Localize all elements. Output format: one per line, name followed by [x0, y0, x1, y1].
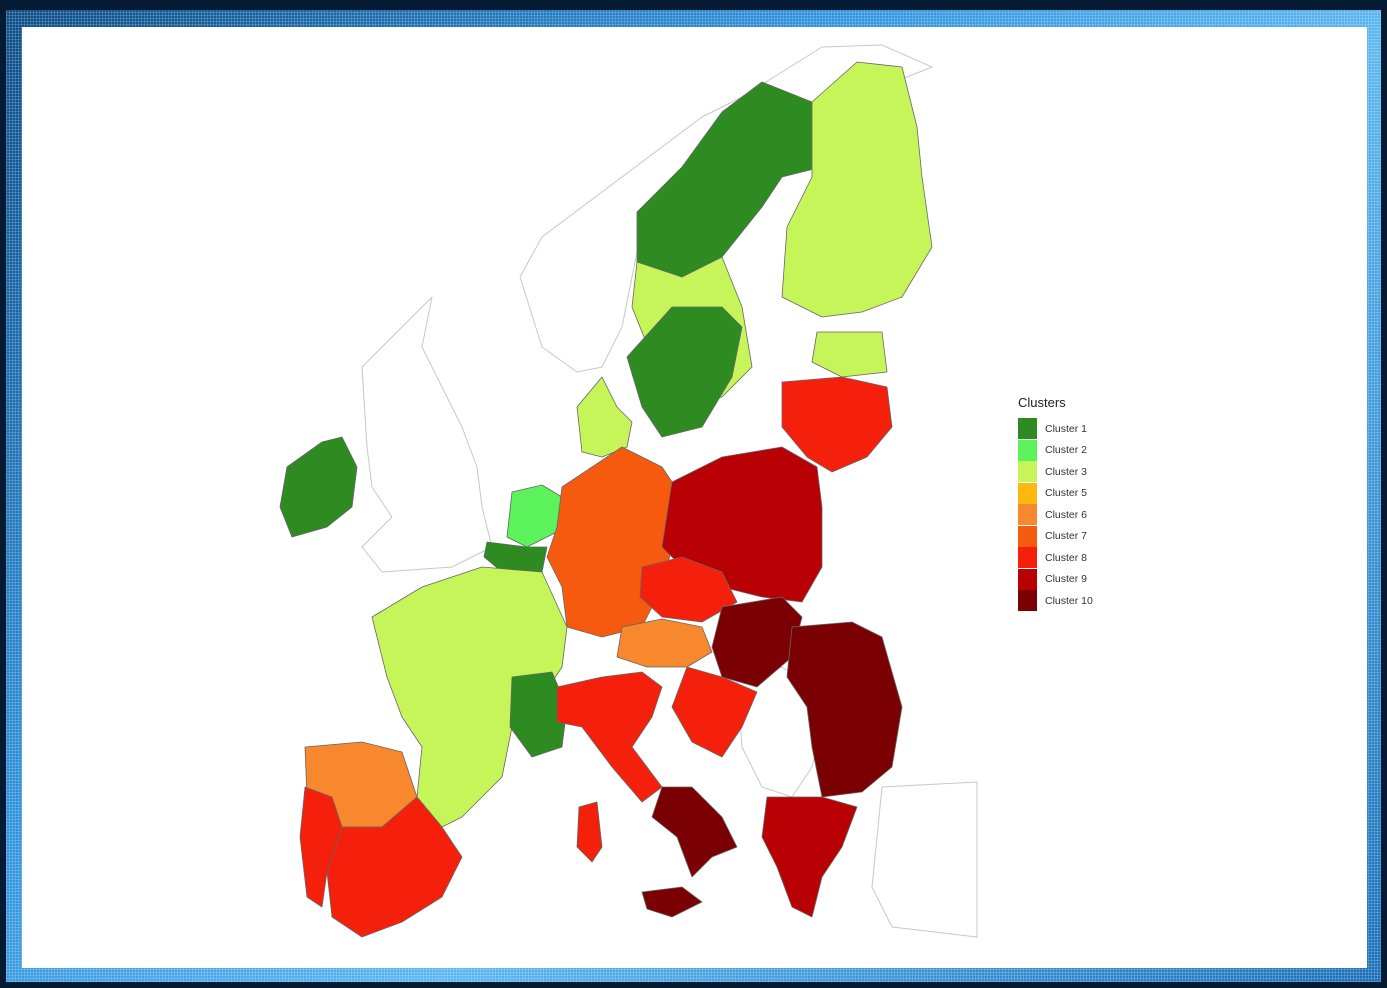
legend-label: Cluster 8 — [1045, 551, 1088, 564]
legend-swatch — [1018, 525, 1037, 547]
region-slovenia-croatia — [671, 666, 758, 758]
legend-swatch — [1018, 439, 1037, 461]
uk-outline — [361, 296, 493, 573]
legend-item: Cluster 1 — [1018, 418, 1138, 440]
legend-swatch — [1018, 418, 1037, 440]
legend-item: Cluster 9 — [1018, 568, 1138, 591]
region-sardinia — [576, 801, 603, 863]
legend-label: Cluster 6 — [1045, 508, 1088, 521]
region-romania-bulgaria — [786, 621, 903, 798]
region-czechia — [639, 556, 738, 623]
legend-label: Cluster 9 — [1045, 573, 1088, 586]
region-france — [371, 566, 568, 828]
legend-label: Cluster 3 — [1045, 465, 1088, 478]
region-france-rhone-alpes — [509, 671, 568, 758]
legend-swatch — [1018, 482, 1037, 504]
legend-label: Cluster 10 — [1045, 594, 1093, 607]
legend-item: Cluster 2 — [1018, 439, 1138, 462]
region-italy-south — [651, 786, 738, 878]
legend-swatch — [1018, 590, 1037, 612]
legend-item: Cluster 3 — [1018, 461, 1138, 483]
region-italy-north — [556, 671, 663, 803]
region-slovakia-hungary — [711, 596, 803, 688]
legend-label: Cluster 1 — [1045, 422, 1088, 435]
turkey-outline — [871, 781, 978, 938]
legend-swatch — [1018, 568, 1037, 590]
region-portugal — [299, 786, 343, 908]
region-sicily — [641, 886, 703, 918]
legend-swatch — [1018, 461, 1037, 483]
legend-item: Cluster 8 — [1018, 547, 1138, 569]
region-greece — [761, 796, 858, 918]
region-latvia-lithuania — [781, 376, 893, 473]
region-austria — [616, 618, 713, 668]
region-belgium — [483, 541, 548, 573]
region-denmark — [576, 376, 633, 458]
legend-items: Cluster 1 Cluster 2 Cluster 3 Cluster 5 Clus… — [1018, 418, 1138, 612]
region-ireland — [279, 436, 358, 538]
legend-title: Clusters — [1018, 395, 1066, 410]
legend-item: Cluster 5 — [1018, 482, 1138, 505]
legend-label: Cluster 2 — [1045, 444, 1088, 457]
legend-label: Cluster 5 — [1045, 487, 1088, 500]
region-sweden-south — [626, 306, 743, 438]
europe-map — [279, 44, 978, 938]
legend-swatch — [1018, 504, 1037, 526]
legend-swatch — [1018, 547, 1037, 569]
region-spain — [326, 796, 463, 938]
legend-item: Cluster 7 — [1018, 525, 1138, 548]
region-estonia — [811, 331, 888, 378]
legend-item: Cluster 10 — [1018, 590, 1138, 612]
legend-item: Cluster 6 — [1018, 504, 1138, 526]
region-finland — [781, 61, 933, 318]
legend-label: Cluster 7 — [1045, 530, 1088, 543]
